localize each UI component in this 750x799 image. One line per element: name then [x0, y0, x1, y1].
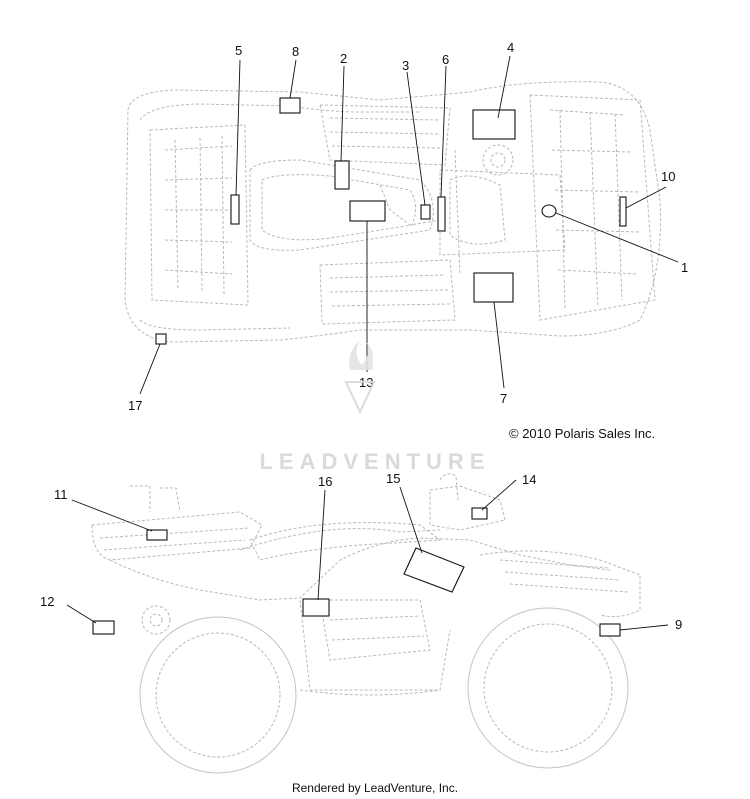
callout-3: 3: [402, 58, 409, 73]
callout-12: 12: [40, 594, 54, 609]
decal-12: [92, 620, 115, 635]
decal-3: [420, 204, 431, 220]
side-view-callouts: 11 14 15 16 12 9: [40, 471, 682, 632]
side-view-leaders: [66, 479, 669, 631]
decal-13: [349, 200, 386, 222]
callout-6: 6: [442, 52, 449, 67]
side-view-vehicle: [91, 473, 641, 774]
decal-4: [472, 109, 516, 140]
decal-17: [155, 333, 167, 345]
top-view-leaders: [139, 55, 679, 395]
decal-5: [230, 194, 240, 225]
decal-7: [473, 272, 514, 303]
callout-15: 15: [386, 471, 400, 486]
decal-11: [146, 529, 168, 541]
decal-6: [437, 196, 446, 232]
callout-14: 14: [522, 472, 536, 487]
side-view-decals: [92, 507, 621, 637]
callout-5: 5: [235, 43, 242, 58]
callout-17: 17: [128, 398, 142, 413]
callout-11: 11: [54, 487, 68, 502]
decal-14: [471, 507, 488, 520]
callout-7: 7: [500, 391, 507, 406]
top-view-decals: [155, 97, 627, 345]
leadventure-watermark: LEADVENTURE: [259, 340, 490, 474]
top-view-vehicle: [124, 81, 662, 343]
callout-1: 1: [681, 260, 688, 275]
callout-10: 10: [661, 169, 675, 184]
callout-2: 2: [340, 51, 347, 66]
callout-9: 9: [675, 617, 682, 632]
decal-15: [403, 547, 465, 593]
decal-16: [302, 598, 330, 617]
callout-16: 16: [318, 474, 332, 489]
decal-1: [541, 204, 557, 218]
decal-10: [619, 196, 627, 227]
decal-2: [334, 160, 350, 190]
footer-credit: Rendered by LeadVenture, Inc.: [292, 781, 458, 795]
decal-9: [599, 623, 621, 637]
copyright-notice: © 2010 Polaris Sales Inc.: [509, 426, 655, 441]
top-view-callouts: 5 8 2 3 6 4 10 1 13 7 17: [128, 40, 688, 413]
callout-4: 4: [507, 40, 514, 55]
watermark-text: LEADVENTURE: [259, 449, 490, 474]
watermark-flame-icon: [349, 340, 374, 370]
callout-8: 8: [292, 44, 299, 59]
watermark-logo-icon: [344, 381, 376, 415]
decal-8: [279, 97, 301, 114]
